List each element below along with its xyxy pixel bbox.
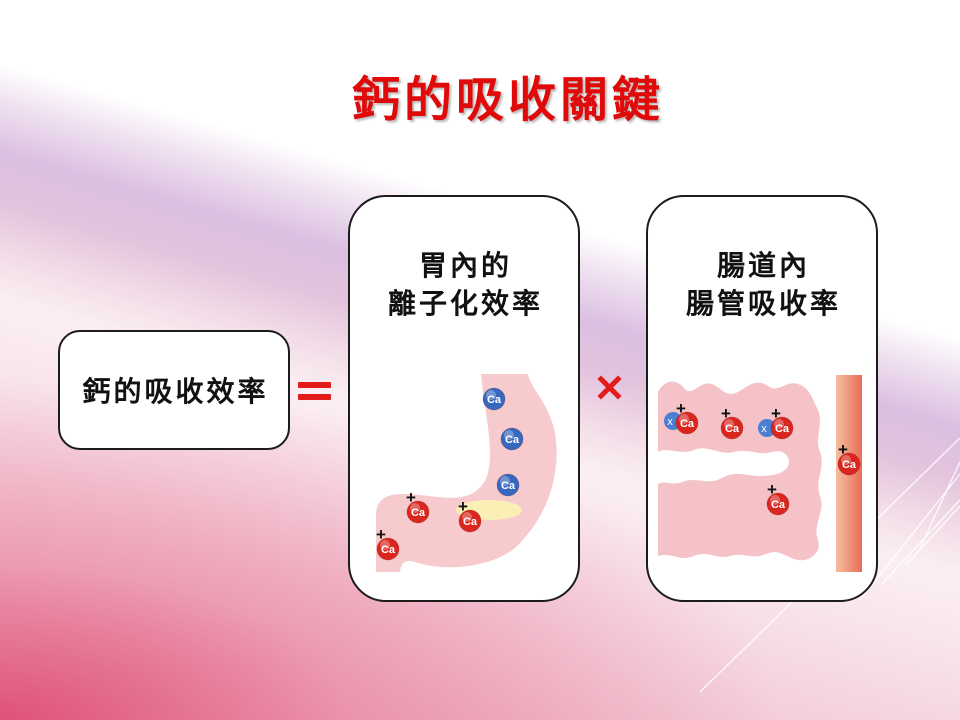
- calcium-ion-charged: + Ca: [837, 440, 861, 476]
- intestine-panel: 腸道內 腸管吸收率 x + Ca + Ca x: [646, 195, 878, 602]
- intestinal-lumen: [658, 448, 790, 484]
- ion-label: Ca: [505, 434, 520, 446]
- ion-label: Ca: [725, 423, 740, 435]
- charge-sign: +: [676, 399, 686, 418]
- ion-label: Ca: [842, 459, 857, 471]
- absorption-efficiency-box: 鈣的吸收效率: [58, 330, 290, 450]
- decorative-line: [919, 461, 960, 549]
- calcium-ion-charged: + Ca: [766, 480, 790, 516]
- decorative-line: [881, 499, 960, 585]
- decorative-line: [904, 505, 960, 567]
- slide-title: 鈣的吸收關鍵: [351, 72, 664, 128]
- stomach-illustration: Ca Ca Ca + Ca + Ca: [376, 374, 557, 572]
- charge-sign: +: [767, 480, 777, 499]
- heading-line: 腸道內: [716, 249, 810, 282]
- absorption-efficiency-label: 鈣的吸收效率: [82, 375, 269, 408]
- heading-line: 腸管吸收率: [685, 287, 841, 320]
- calcium-ion: Ca: [496, 473, 520, 497]
- ion-label: Ca: [381, 544, 396, 556]
- calcium-ion-charged: + Ca: [376, 525, 400, 561]
- ion-label: Ca: [771, 499, 786, 511]
- charge-sign: +: [771, 404, 781, 423]
- calcium-ion: Ca: [482, 387, 506, 411]
- charge-sign: +: [458, 497, 468, 516]
- calcium-ion-charged: + Ca: [458, 497, 482, 533]
- equals-sign-icon: [298, 382, 331, 400]
- ion-label: Ca: [775, 423, 790, 435]
- ion-label: Ca: [487, 394, 502, 406]
- ion-label: Ca: [501, 480, 516, 492]
- decorative-line: [859, 473, 960, 601]
- calcium-ion-charged: + Ca: [720, 404, 744, 440]
- stomach-shape: [376, 374, 557, 572]
- stomach-panel-heading: 胃內的 離子化效率: [350, 247, 578, 323]
- calcium-ion-bound: x + Ca: [758, 404, 794, 440]
- charge-sign: +: [721, 404, 731, 423]
- equals-bar: [298, 382, 331, 388]
- equals-bar: [298, 394, 331, 400]
- calcium-ion-charged: + Ca: [406, 488, 430, 524]
- stomach-panel: 胃內的 離子化效率 Ca Ca Ca +: [348, 195, 580, 602]
- ion-label: Ca: [411, 507, 426, 519]
- ion-label: Ca: [463, 516, 478, 528]
- binding-marker-label: x: [761, 423, 767, 435]
- heading-line: 胃內的: [418, 249, 512, 282]
- calcium-ion: Ca: [500, 427, 524, 451]
- intestine-panel-heading: 腸道內 腸管吸收率: [648, 247, 876, 323]
- charge-sign: +: [838, 440, 848, 459]
- ion-label: Ca: [680, 418, 695, 430]
- binding-marker: [758, 419, 776, 437]
- binding-marker-label: x: [667, 416, 673, 428]
- charge-sign: +: [376, 525, 386, 544]
- intestine-illustration: x + Ca + Ca x + Ca +: [658, 381, 861, 561]
- calcium-ion-bound: x + Ca: [664, 399, 699, 435]
- charge-sign: +: [406, 488, 416, 507]
- multiply-sign-icon: [597, 375, 622, 400]
- heading-line: 離子化效率: [387, 287, 543, 320]
